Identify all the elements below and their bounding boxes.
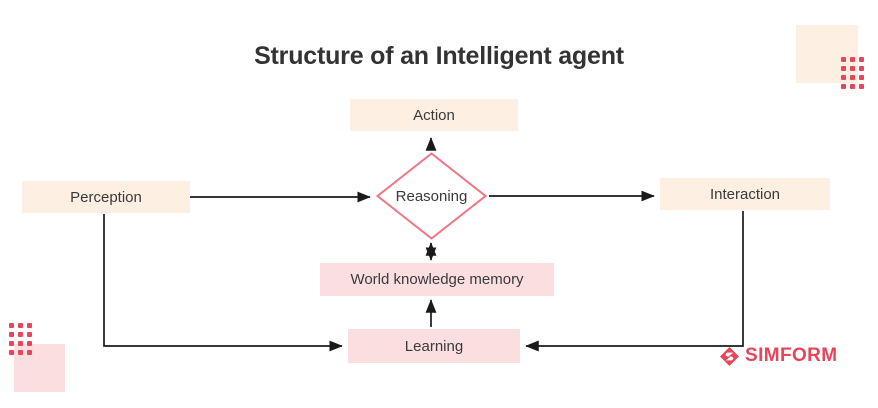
dot xyxy=(18,332,23,337)
node-perception-label: Perception xyxy=(70,188,142,206)
dot xyxy=(841,66,846,71)
dot xyxy=(9,323,14,328)
diamond-shape-icon xyxy=(376,152,487,240)
node-world-knowledge-memory[interactable]: World knowledge memory xyxy=(320,263,554,296)
dot xyxy=(9,332,14,337)
node-learning-label: Learning xyxy=(404,337,464,355)
simform-logo-icon xyxy=(720,346,739,366)
node-action-label: Action xyxy=(413,106,455,124)
dot xyxy=(859,75,864,80)
decorative-dot-grid-top-right xyxy=(841,57,864,89)
dot xyxy=(841,84,846,89)
brand-logo[interactable]: SIMFORM xyxy=(719,345,838,367)
node-interaction[interactable]: Interaction xyxy=(660,178,830,210)
node-interaction-label: Interaction xyxy=(709,185,781,203)
dot xyxy=(850,66,855,71)
node-reasoning-label: Reasoning xyxy=(395,187,468,205)
dot xyxy=(859,57,864,62)
dot xyxy=(27,332,32,337)
decorative-rectangle-top-right xyxy=(796,25,858,83)
page-title: Structure of an Intelligent agent xyxy=(254,42,624,70)
dot xyxy=(859,66,864,71)
decorative-dot-grid-bottom-left xyxy=(9,323,32,355)
dot xyxy=(841,57,846,62)
edge-interaction-to-learning xyxy=(525,211,744,352)
dot xyxy=(850,75,855,80)
dot xyxy=(850,84,855,89)
node-action[interactable]: Action xyxy=(350,99,518,131)
node-world-knowledge-memory-label: World knowledge memory xyxy=(350,271,524,288)
brand-wordmark: SIMFORM xyxy=(745,345,838,366)
dot xyxy=(18,323,23,328)
dot xyxy=(859,84,864,89)
dot xyxy=(9,341,14,346)
edge-perception-to-learning xyxy=(103,214,343,352)
dot xyxy=(850,57,855,62)
dot xyxy=(27,323,32,328)
dot xyxy=(27,350,32,355)
dot xyxy=(9,350,14,355)
node-reasoning[interactable]: Reasoning xyxy=(376,152,487,240)
node-learning[interactable]: Learning xyxy=(348,329,520,363)
node-perception[interactable]: Perception xyxy=(22,181,190,213)
dot xyxy=(27,341,32,346)
dot xyxy=(18,341,23,346)
dot xyxy=(841,75,846,80)
dot xyxy=(18,350,23,355)
